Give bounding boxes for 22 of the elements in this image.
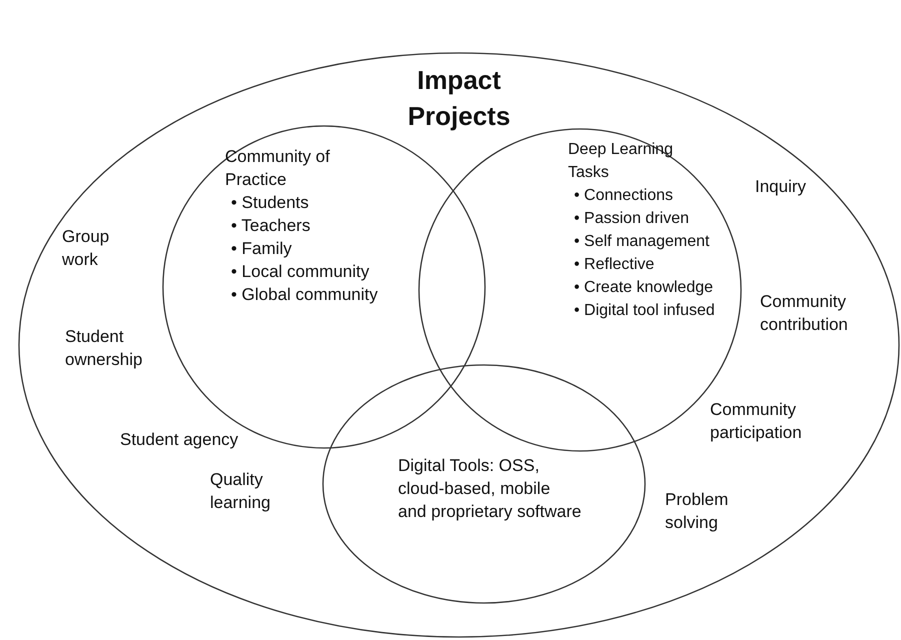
bullet-item: • Reflective <box>574 255 656 275</box>
bullet-item: • Self management <box>574 232 710 252</box>
bullet-item: • Global community <box>231 284 379 306</box>
bullet-item: • Passion driven <box>574 209 690 229</box>
bullet-item: • Students <box>231 192 310 214</box>
concept-label: Quality learning <box>210 469 272 514</box>
concept-label: Inquiry <box>755 176 808 198</box>
concept-label: Community participation <box>710 399 803 444</box>
concept-label: Community contribution <box>760 291 849 336</box>
concept-label: Student ownership <box>65 326 144 371</box>
circle-heading: Digital Tools: OSS, cloud-based, mobile and proprietary software <box>398 455 582 523</box>
circle-heading: Community of Practice <box>225 146 331 191</box>
bullet-item: • Digital tool infused <box>574 301 716 321</box>
bullet-item: • Teachers <box>231 215 312 237</box>
ellipse-heading: Impact Projects <box>406 64 512 133</box>
bullet-item: • Local community <box>231 261 370 283</box>
concept-label: Group work <box>62 226 110 271</box>
bullet-item: • Create knowledge <box>574 278 714 298</box>
concept-label: Student agency <box>120 429 240 451</box>
bullet-item: • Family <box>231 238 293 260</box>
concept-label: Problem solving <box>665 489 730 534</box>
bullet-item: • Connections <box>574 186 674 206</box>
